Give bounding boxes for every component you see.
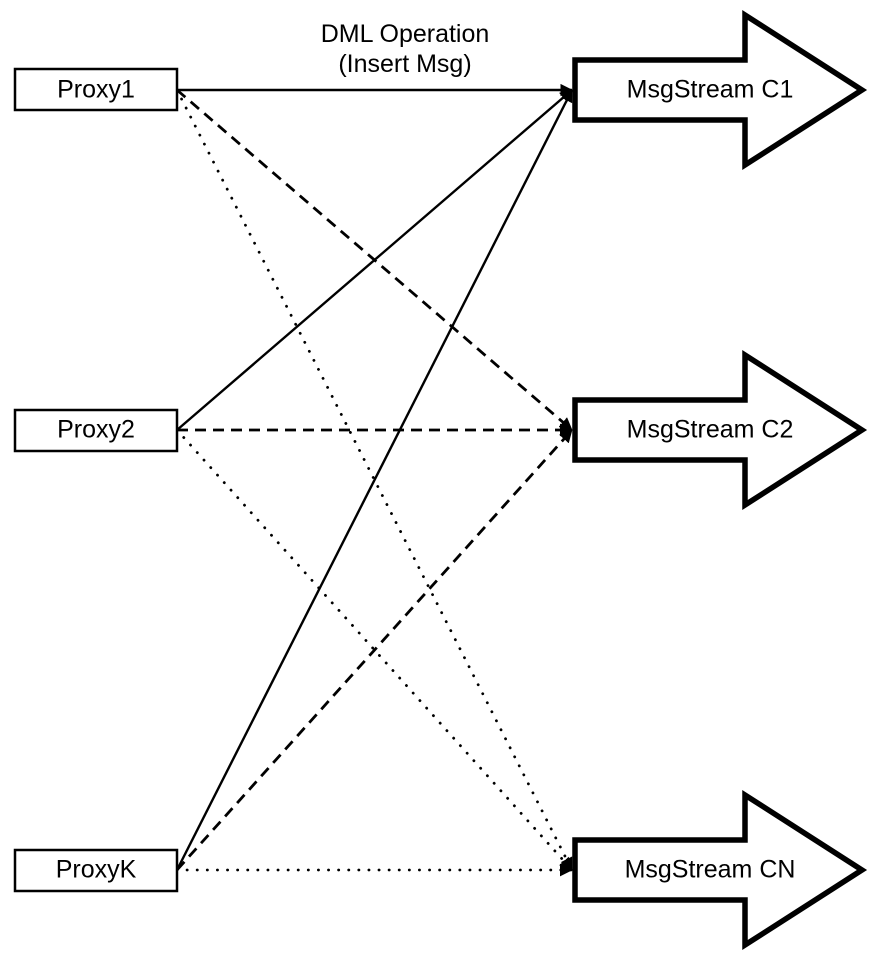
connection-p1-cn — [175, 88, 574, 872]
connections-group — [175, 83, 574, 877]
msgstream-node-c2[interactable]: MsgStream C2 — [572, 349, 868, 511]
connection-pk-c1 — [175, 89, 574, 871]
proxy-box-shape-proxy2 — [13, 408, 179, 453]
proxy-label-proxyK: ProxyK — [56, 856, 137, 884]
msgstream-node-cn[interactable]: MsgStream CN — [572, 789, 868, 951]
edge-label-dml-operation: DML Operation (Insert Msg) — [321, 20, 490, 78]
proxy-node-proxy1[interactable]: Proxy1 — [13, 67, 179, 112]
edge-label-line1: DML Operation — [321, 20, 490, 48]
connection-p2-c1 — [176, 89, 573, 431]
block-arrow-shape-c1 — [572, 9, 868, 171]
block-arrow-shape-c2 — [572, 349, 868, 511]
msgstream-node-c1[interactable]: MsgStream C1 — [572, 9, 868, 171]
connection-pk-c2 — [175, 429, 574, 871]
proxy-node-proxy2[interactable]: Proxy2 — [13, 408, 179, 453]
streams-group: MsgStream C1 MsgStream C2 MsgStream CN — [572, 9, 868, 951]
block-arrow-shape-cn — [572, 789, 868, 951]
proxy-label-proxy1: Proxy1 — [57, 76, 135, 104]
proxy-box-shape-proxy1 — [13, 67, 179, 112]
proxy-box-shape-proxyK — [13, 848, 179, 893]
edge-label-line2: (Insert Msg) — [338, 50, 471, 78]
msgstream-label-cn: MsgStream CN — [625, 856, 796, 884]
msgstream-label-c2: MsgStream C2 — [627, 416, 794, 444]
proxy-label-proxy2: Proxy2 — [57, 416, 135, 444]
proxy-node-proxyK[interactable]: ProxyK — [13, 848, 179, 893]
msgstream-label-c1: MsgStream C1 — [627, 76, 794, 104]
